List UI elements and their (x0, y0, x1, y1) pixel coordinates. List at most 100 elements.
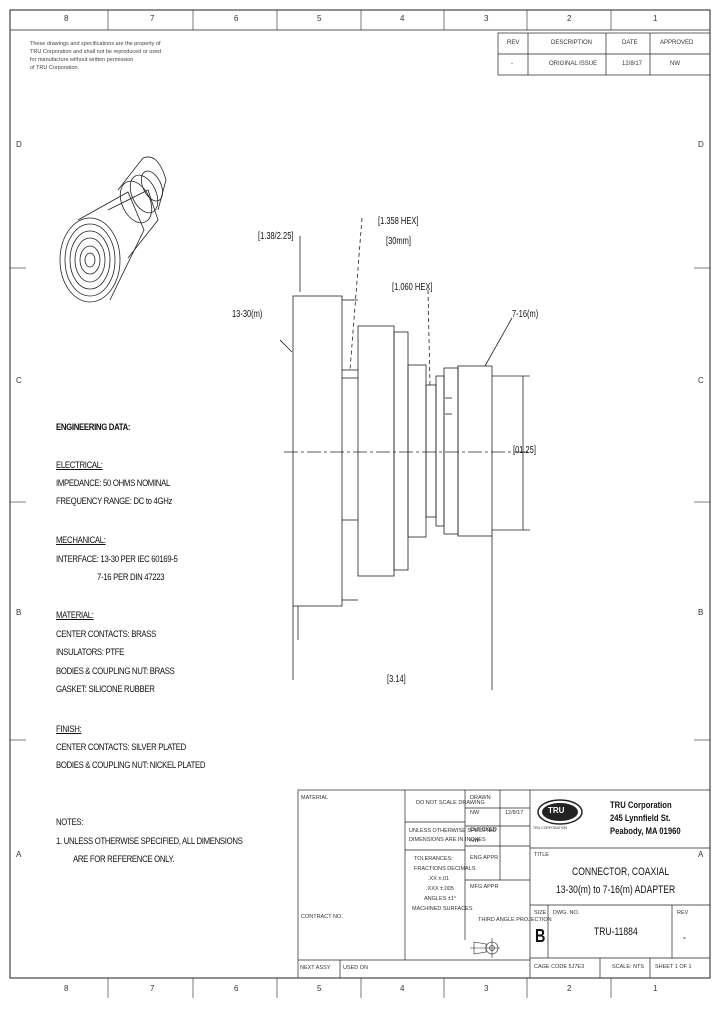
rev-header-rev: REV (507, 40, 520, 46)
zone-bottom-1: 1 (653, 984, 658, 993)
rev-row-date: 12/8/17 (622, 61, 643, 67)
sheet-number: SHEET 1 OF 1 (655, 964, 692, 970)
tolerance-text: FRACTIONS DECIMALS (414, 866, 476, 872)
zone-top-3: 3 (484, 14, 489, 23)
note-line: 1. UNLESS OTHERWISE SPECIFIED, ALL DIMEN… (56, 836, 243, 847)
company-name: TRU Corporation (610, 800, 672, 810)
unless-text: DIMENSIONS ARE IN INCHES (409, 837, 486, 843)
finish-label: CONTRACT NO. (301, 914, 343, 920)
dim-label-5: 7-16(m) (512, 309, 539, 320)
drawn-date: 12/8/17 (505, 810, 524, 816)
connector-side-view (280, 217, 530, 690)
note-line: ARE FOR REFERENCE ONLY. (73, 854, 175, 865)
zone-bottom-2: 2 (567, 984, 572, 993)
finish-line: CENTER CONTACTS: SILVER PLATED (56, 742, 186, 753)
dwg-no-label: DWG. NO. (553, 910, 580, 916)
tolerance-text: .XX ±.01 (428, 876, 450, 882)
company-address-2: Peabody, MA 01960 (610, 826, 681, 836)
rev-value: - (683, 932, 686, 944)
zone-top-1: 1 (653, 14, 658, 23)
electrical-line: FREQUENCY RANGE: DC to 4GHz (56, 496, 173, 507)
connector-isometric-image (59, 156, 167, 303)
electrical-line: IMPEDANCE: 50 OHMS NOMINAL (56, 478, 170, 489)
tolerance-text: ANGLES ±1° (424, 896, 457, 902)
material-line: CENTER CONTACTS: BRASS (56, 629, 156, 640)
title-line-1: CONNECTOR, COAXIAL (572, 866, 670, 878)
zone-top-8: 8 (64, 14, 69, 23)
dim-label-2: 13-30(m) (232, 309, 263, 320)
material-line: INSULATORS: PTFE (56, 647, 125, 658)
zone-right-a: A (698, 850, 704, 859)
tru-logo-caption: TRU CORPORATION (533, 826, 567, 830)
zone-bottom-6: 6 (234, 984, 239, 993)
proprietary-notice: These drawings and specifications are th… (30, 41, 162, 71)
material-line: GASKET: SILICONE RUBBER (56, 684, 155, 695)
zone-bottom-8: 8 (64, 984, 69, 993)
zone-top-2: 2 (567, 14, 572, 23)
zone-right-d: D (698, 140, 704, 149)
mechanical-line: INTERFACE: 13-30 PER IEC 60169-5 (56, 554, 178, 565)
scale: SCALE: NTS (612, 964, 645, 970)
zone-bottom-4: 4 (400, 984, 405, 993)
zone-left-c: C (16, 376, 22, 385)
third-angle-label: THIRD ANGLE PROJECTION (478, 917, 552, 923)
mfg-appr-label: MFG APPR (470, 884, 499, 890)
rev-header-approved: APPROVED (660, 40, 694, 46)
drawn-label: DRAWN (470, 795, 491, 801)
eng-appr-label: ENG APPR (470, 855, 499, 861)
zone-bottom-3: 3 (484, 984, 489, 993)
company-address-1: 245 Lynnfield St. (610, 813, 671, 823)
zone-top-7: 7 (150, 14, 155, 23)
dim-label-3: [1.358 HEX] (378, 216, 419, 227)
engineering-title: ENGINEERING DATA: (56, 422, 131, 433)
checked-label: CHECKED (470, 827, 497, 833)
checked-by: NW (470, 838, 480, 844)
title-line-2: 13-30(m) to 7-16(m) ADAPTER (556, 884, 676, 896)
dim-label-1: [1.38/2.25] (258, 231, 294, 242)
electrical-heading: ELECTRICAL: (56, 460, 103, 471)
drawn-by: NW (470, 810, 480, 816)
cage-code: CAGE CODE 5J7E3 (534, 964, 585, 970)
do-not-scale-label: DO NOT SCALE DRAWING (416, 800, 485, 806)
tolerance-text: MACHINED SURFACES (412, 906, 473, 912)
rev-row-description: ORIGINAL ISSUE (549, 61, 598, 67)
dwg-no-value: TRU-11884 (594, 926, 638, 938)
dim-label-6: [01.25] (513, 445, 536, 456)
notes-heading: NOTES: (56, 817, 84, 828)
size-value: B (535, 926, 546, 946)
zone-top-5: 5 (317, 14, 322, 23)
rev-row-approved: NW (670, 61, 680, 67)
unless-text: UNLESS OTHERWISE SPECIFIED (409, 828, 497, 834)
next-assy-label: NEXT ASSY (300, 965, 331, 971)
material-heading: MATERIAL: (56, 610, 94, 621)
zone-top-4: 4 (400, 14, 405, 23)
mechanical-line: 7-16 PER DIN 47223 (97, 572, 165, 583)
mechanical-heading: MECHANICAL: (56, 535, 106, 546)
zone-bottom-7: 7 (150, 984, 155, 993)
rev-label: REV (677, 910, 689, 916)
finish-line: BODIES & COUPLING NUT: NICKEL PLATED (56, 760, 206, 771)
used-on-label: USED ON (343, 965, 369, 971)
dim-label-7: [3.14] (387, 674, 406, 685)
tolerance-text: .XXX ±.005 (426, 886, 454, 892)
zone-top-6: 6 (234, 14, 239, 23)
finish-heading: FINISH: (56, 724, 82, 735)
zone-left-d: D (16, 140, 22, 149)
size-label: SIZE (534, 910, 547, 916)
title-label: TITLE (534, 852, 549, 858)
rev-header-description: DESCRIPTION (551, 40, 593, 46)
zone-right-c: C (698, 376, 704, 385)
zone-left-b: B (16, 608, 22, 617)
zone-right-b: B (698, 608, 704, 617)
zone-bottom-5: 5 (317, 984, 322, 993)
tru-logo-text: TRU (548, 806, 565, 815)
rev-row-rev: - (511, 61, 513, 67)
material-label: MATERIAL (301, 795, 329, 801)
zone-left-a: A (16, 850, 22, 859)
dim-label-3b: [30mm] (386, 236, 412, 247)
material-line: BODIES & COUPLING NUT: BRASS (56, 666, 175, 677)
tolerance-text: TOLERANCES: (414, 856, 453, 862)
tru-logo-shape (537, 799, 583, 825)
